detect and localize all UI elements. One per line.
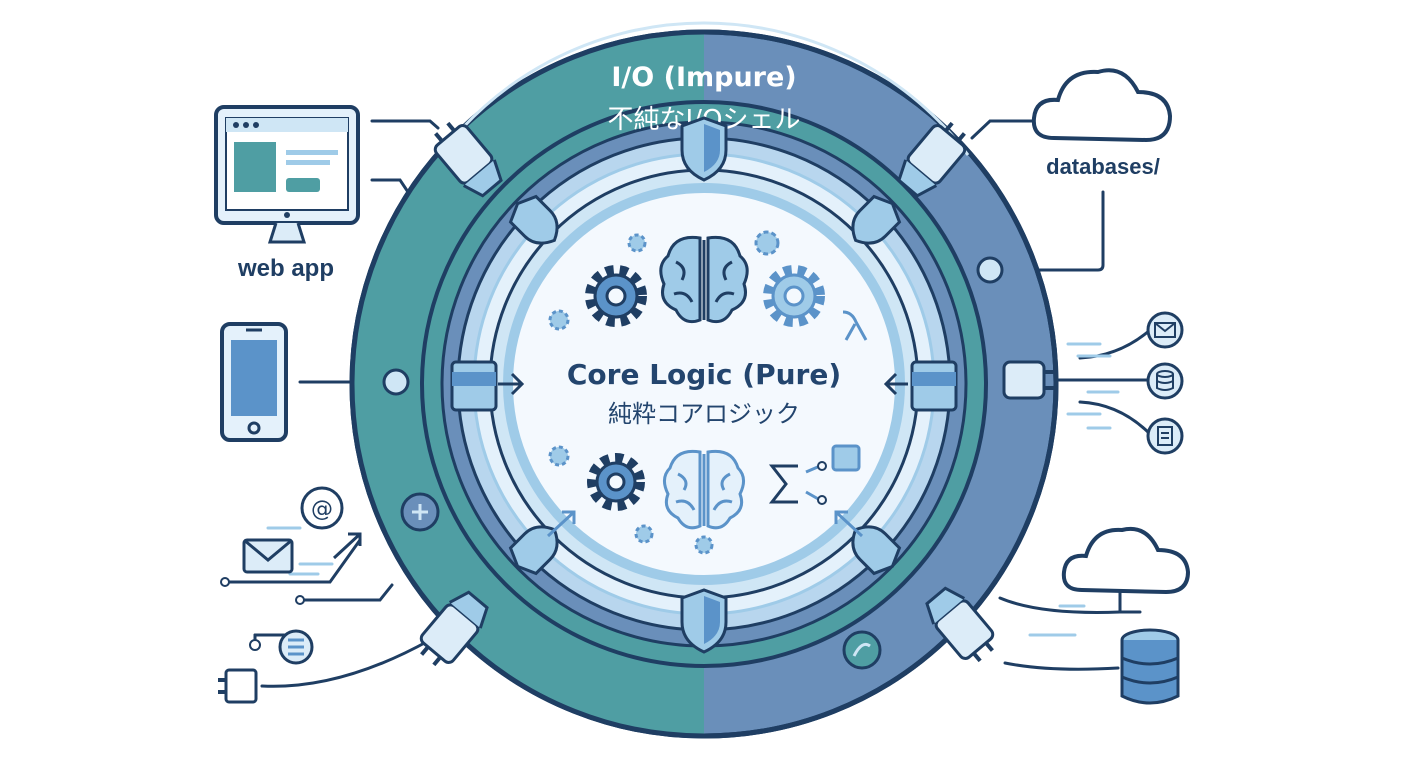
- mail-icon: [1146, 311, 1184, 349]
- brain-icon: [659, 235, 749, 324]
- power-plug-icon: [419, 590, 489, 667]
- power-plug-icon: [433, 121, 503, 198]
- right-connectors: [970, 119, 1152, 671]
- shield-icon: [680, 116, 728, 182]
- power-plug-icon: [218, 668, 258, 704]
- core-subtitle: 純粋コアロジック: [608, 400, 800, 428]
- left-connectors: [223, 119, 440, 688]
- mail-icon: [242, 538, 294, 574]
- gear-icon: [587, 453, 645, 511]
- phone-icon: [220, 322, 288, 442]
- small-gear-icon: [548, 230, 780, 555]
- document-icon: [831, 444, 861, 472]
- cloud-icon: [1061, 527, 1191, 595]
- brain-icon: [663, 449, 745, 530]
- at-icon: @: [300, 486, 344, 530]
- shield-icon: [508, 194, 559, 245]
- cloud-icon: [1031, 68, 1173, 143]
- send-arrow-icon: [332, 532, 362, 560]
- connector-node: [400, 492, 882, 670]
- lambda-icon: [842, 310, 868, 341]
- right-gate: [883, 360, 958, 412]
- power-plug-icon: [925, 586, 995, 663]
- database-icon: [1146, 362, 1184, 400]
- gear-icon: [585, 265, 647, 327]
- gear-icon: [763, 265, 825, 327]
- web-app-label: web app: [237, 255, 334, 282]
- databases-label: databases/: [1046, 154, 1160, 179]
- left-gate: [450, 360, 525, 412]
- right-dashes: [1028, 342, 1120, 637]
- cylinder-database-icon: [1120, 628, 1180, 705]
- power-plug-icon: [897, 121, 967, 198]
- inflow-arrows: [546, 510, 864, 538]
- database-icon: [220, 577, 314, 665]
- shield-icon: [680, 588, 728, 654]
- document-icon: [1146, 417, 1184, 455]
- connector-node: [382, 256, 1004, 396]
- sigma-icon: [768, 461, 827, 505]
- shield-icon: [851, 194, 902, 245]
- core-title: Core Logic (Pure): [567, 358, 841, 391]
- monitor-icon: [214, 105, 360, 244]
- power-plug-icon: [1002, 360, 1054, 400]
- shell-title: I/O (Impure): [611, 62, 796, 93]
- svg-text:@: @: [311, 497, 333, 522]
